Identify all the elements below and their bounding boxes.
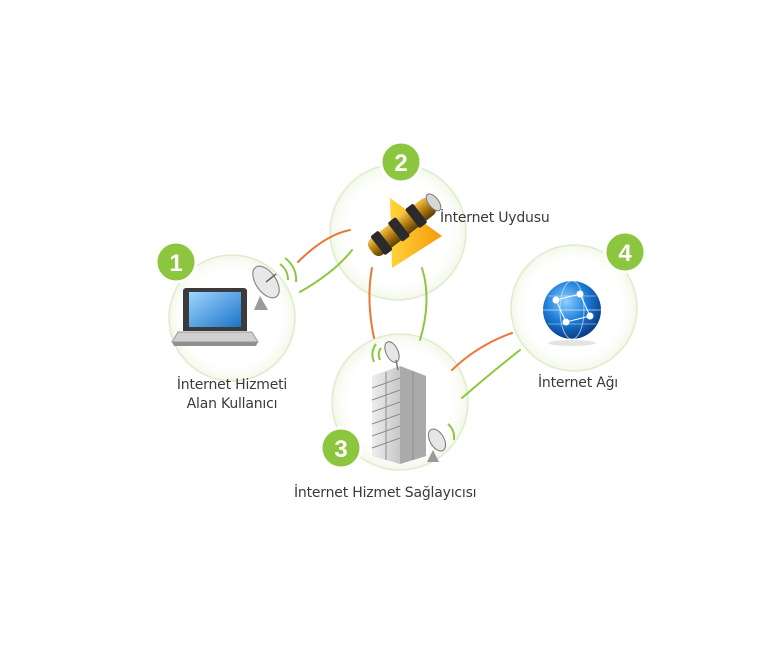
label-node-2-line-1: İnternet Uydusu — [440, 210, 550, 226]
badge-number-3: 3 — [334, 436, 347, 463]
badge-node-4: 4 — [603, 230, 647, 274]
badge-node-3: 3 — [319, 426, 363, 470]
link-2-3-a — [368, 267, 375, 339]
signal-links — [297, 229, 521, 399]
laptop-with-dish-icon — [171, 257, 298, 346]
satellite-icon — [367, 193, 442, 268]
badge-number-1: 1 — [169, 250, 182, 277]
badge-number-4: 4 — [618, 240, 632, 267]
link-1-2-b — [299, 249, 353, 293]
link-1-2-a — [297, 229, 351, 263]
link-2-3-b — [419, 267, 428, 341]
server-building-icon — [371, 341, 456, 464]
label-node-4: İnternet Ağı — [538, 374, 618, 393]
label-node-1-line-2: Alan Kullanıcı — [186, 396, 278, 412]
link-3-4-b — [461, 349, 521, 399]
link-3-4-a — [451, 332, 513, 371]
label-node-2: İnternet Uydusu — [440, 209, 550, 228]
badge-node-2: 2 — [379, 140, 423, 184]
label-node-3-line-1: İnternet Hizmet Sağlayıcısı — [294, 485, 477, 501]
label-node-4-line-1: İnternet Ağı — [538, 375, 618, 391]
number-badges: 1 2 3 4 — [154, 140, 647, 470]
label-node-1: İnternet Hizmeti Alan Kullanıcı — [166, 376, 298, 414]
badge-number-2: 2 — [394, 150, 407, 177]
label-node-3: İnternet Hizmet Sağlayıcısı — [294, 484, 477, 503]
badge-node-1: 1 — [154, 240, 198, 284]
globe-network-icon — [543, 280, 601, 346]
label-node-1-line-1: İnternet Hizmeti — [176, 377, 288, 393]
